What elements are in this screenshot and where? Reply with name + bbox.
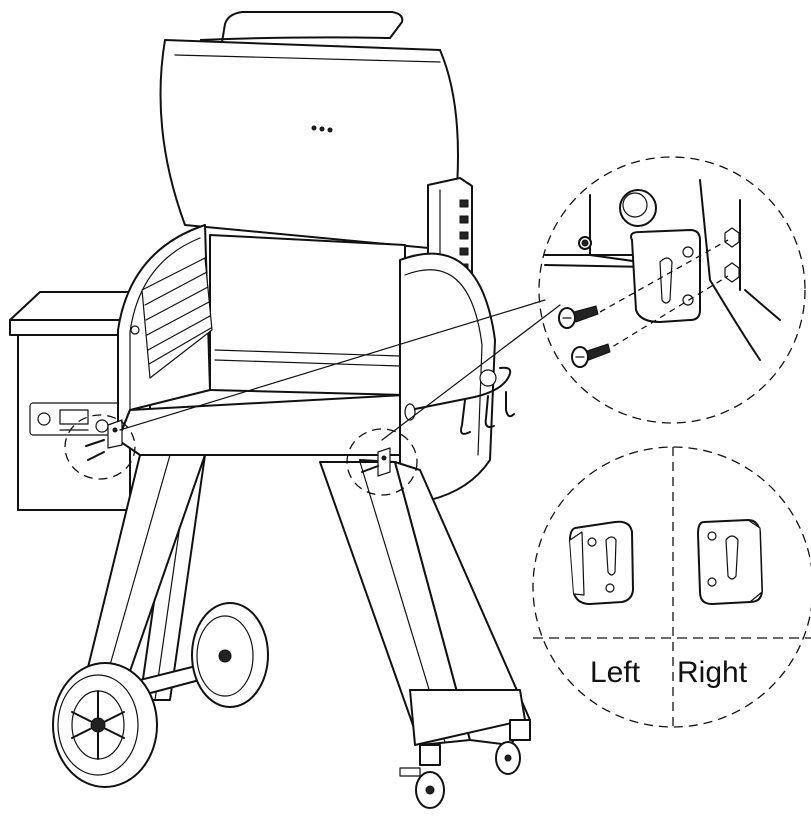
- bracket-detail: [630, 229, 701, 323]
- controller-panel: [29, 402, 126, 436]
- label-left: Left: [590, 656, 641, 689]
- screw-icon: [571, 343, 611, 368]
- bracket-mount-left: [85, 419, 123, 461]
- caster-right: [495, 719, 531, 775]
- grill-illustration: [9, 11, 561, 809]
- callout-circle-right: [346, 428, 418, 496]
- pellet-hopper: [9, 291, 151, 511]
- bracket-mount-right: [361, 447, 391, 477]
- grill-barrel: [117, 224, 496, 501]
- bracket-left-icon: [569, 520, 634, 605]
- leader-line-1: [119, 299, 546, 431]
- grill-lid: [159, 11, 459, 251]
- leader-line-2: [381, 304, 561, 441]
- wheel-back: [191, 602, 269, 708]
- wheel-front: [52, 662, 158, 788]
- grill-grate: [141, 257, 213, 379]
- front-legs: [79, 454, 531, 746]
- screw-icon: [558, 305, 599, 329]
- caster-left: [399, 744, 445, 809]
- detail-zoom: [538, 156, 806, 424]
- bracket-orientation-detail: Left Right: [532, 446, 811, 728]
- callout-circle-left: [64, 414, 136, 480]
- hook-rail: [404, 366, 515, 435]
- label-right: Right: [677, 656, 748, 689]
- bracket-right-icon: [697, 519, 763, 605]
